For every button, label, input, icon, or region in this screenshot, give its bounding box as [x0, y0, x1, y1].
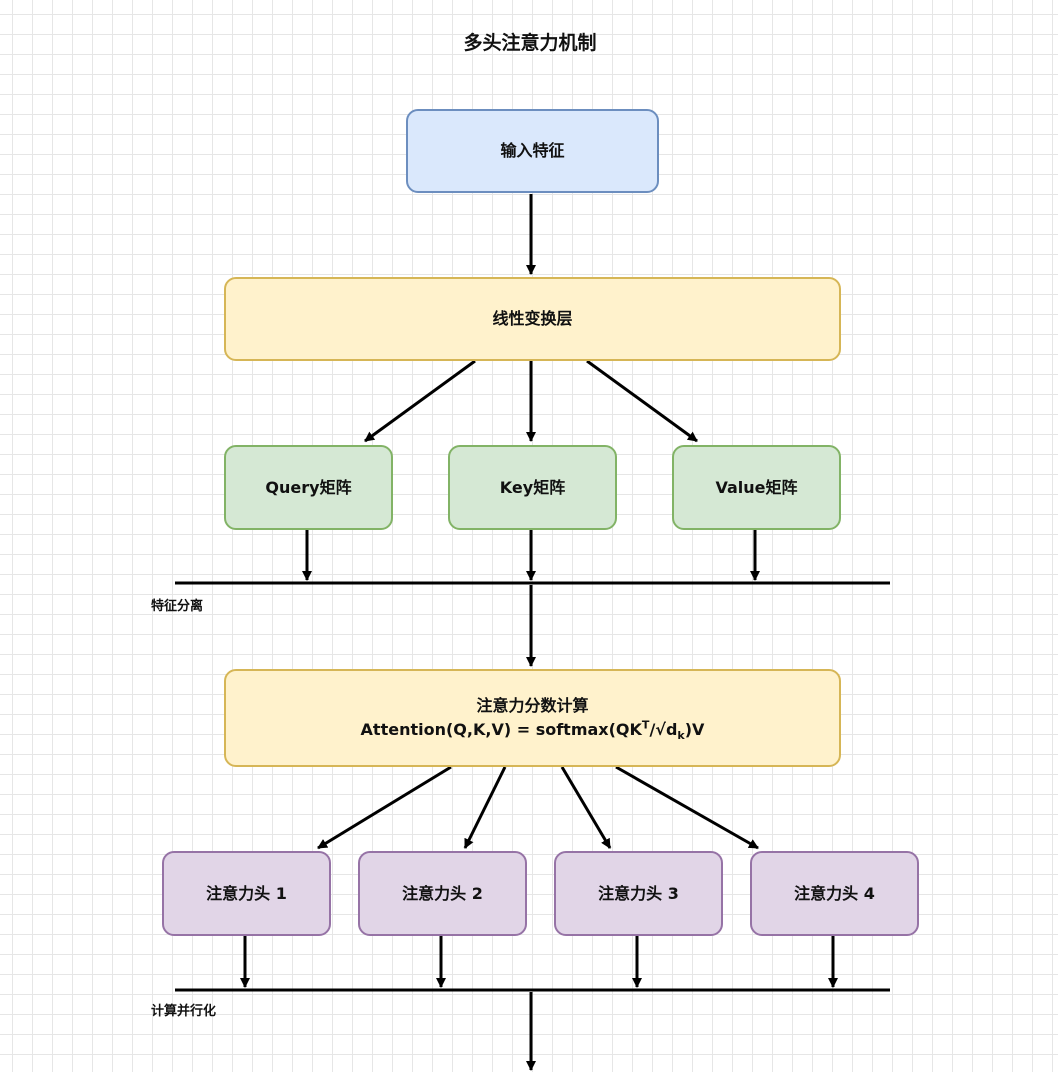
node-attention-head-2[interactable]: 注意力头 2: [358, 851, 527, 936]
diagram-title: 多头注意力机制: [463, 32, 597, 54]
node-attention-head-3-label: 注意力头 3: [598, 883, 679, 903]
node-input-features[interactable]: 输入特征: [406, 109, 659, 193]
edge-score-to-head-4: [615, 765, 759, 850]
node-attention-head-2-label: 注意力头 2: [402, 883, 483, 903]
node-attention-head-4[interactable]: 注意力头 4: [750, 851, 919, 936]
node-key-matrix-label: Key矩阵: [499, 477, 566, 497]
edge-linear-to-value: [586, 359, 698, 443]
node-attention-score[interactable]: 注意力分数计算 Attention(Q,K,V) = softmax(QKT/√…: [224, 669, 841, 767]
attention-formula: Attention(Q,K,V) = softmax(QKT/√dk)V: [361, 718, 705, 742]
split-bar-label: 特征分离: [151, 599, 204, 614]
formula-transpose: T: [641, 718, 650, 732]
edge-score-to-head-2: [463, 766, 507, 849]
formula-subscript: k: [677, 729, 685, 743]
edge-score-to-head-3: [560, 766, 612, 849]
node-linear-layer-label: 线性变换层: [492, 309, 573, 328]
node-value-matrix[interactable]: Value矩阵: [672, 445, 841, 530]
formula-suffix: )V: [684, 720, 705, 739]
formula-scale: /√d: [649, 720, 678, 739]
node-key-matrix[interactable]: Key矩阵: [448, 445, 617, 530]
node-attention-head-3[interactable]: 注意力头 3: [554, 851, 723, 936]
node-value-matrix-label: Value矩阵: [715, 477, 798, 497]
node-attention-head-1-label: 注意力头 1: [206, 883, 287, 903]
node-query-matrix-label: Query矩阵: [265, 477, 352, 497]
node-input-features-label: 输入特征: [500, 141, 565, 160]
edge-score-to-head-1: [317, 765, 452, 850]
node-attention-head-4-label: 注意力头 4: [794, 883, 875, 903]
node-query-matrix[interactable]: Query矩阵: [224, 445, 393, 530]
edge-linear-to-query: [364, 359, 476, 443]
node-attention-score-title: 注意力分数计算: [476, 696, 589, 715]
node-attention-head-1[interactable]: 注意力头 1: [162, 851, 331, 936]
formula-prefix: Attention(Q,K,V) = softmax(QK: [360, 720, 642, 739]
node-linear-layer[interactable]: 线性变换层: [224, 277, 841, 361]
parallel-bar-label: 计算并行化: [151, 1004, 217, 1019]
